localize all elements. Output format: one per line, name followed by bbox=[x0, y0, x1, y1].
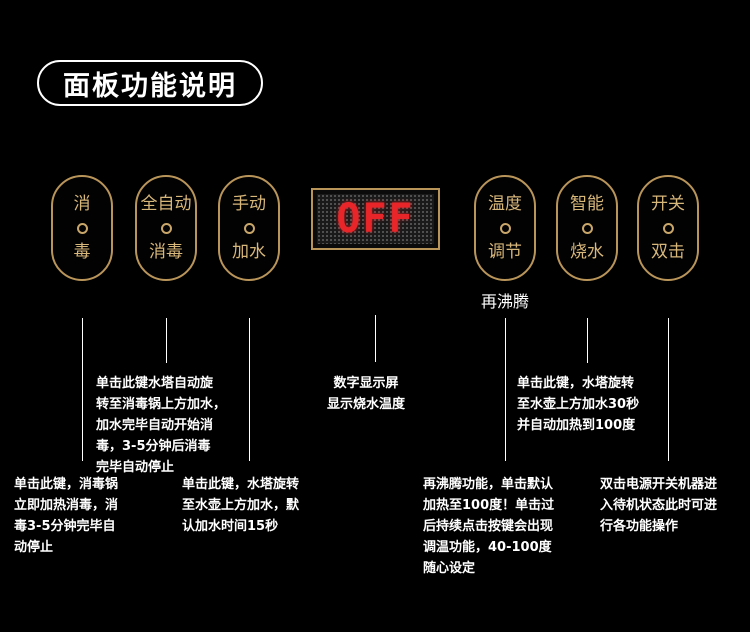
display-text: OFF bbox=[336, 196, 415, 242]
power-button[interactable]: 开关 双击 bbox=[637, 175, 699, 281]
indicator-dot-icon bbox=[499, 222, 511, 234]
smart-boil-button[interactable]: 智能 烧水 bbox=[556, 175, 618, 281]
button-top-label: 消 bbox=[73, 194, 91, 214]
button-bottom-label: 烧水 bbox=[570, 242, 604, 262]
manual-water-description: 单击此键，水塔旋转 至水壶上方加水，默 认加水时间15秒 bbox=[182, 477, 300, 534]
temperature-button[interactable]: 温度 调节 bbox=[474, 175, 536, 281]
display-description: 数字显示屏 显示烧水温度 bbox=[327, 376, 406, 412]
connector-line bbox=[249, 318, 250, 461]
page-title: 面板功能说明 bbox=[37, 60, 263, 106]
reboil-label: 再沸腾 bbox=[480, 292, 529, 311]
power-description: 双击电源开关机器进 入待机状态此时可进 行各功能操作 bbox=[600, 477, 718, 534]
sterilize-button[interactable]: 消 毒 bbox=[51, 175, 113, 281]
button-top-label: 开关 bbox=[651, 194, 685, 214]
manual-water-button[interactable]: 手动 加水 bbox=[218, 175, 280, 281]
button-bottom-label: 消毒 bbox=[149, 242, 183, 262]
sterilize-description: 单击此键，消毒锅 立即加热消毒，消 毒3-5分钟完毕自 动停止 bbox=[14, 477, 119, 555]
connector-line bbox=[587, 318, 588, 363]
button-bottom-label: 加水 bbox=[232, 242, 266, 262]
connector-line bbox=[668, 318, 669, 461]
indicator-dot-icon bbox=[243, 222, 255, 234]
indicator-dot-icon bbox=[581, 222, 593, 234]
auto-sterilize-button[interactable]: 全自动 消毒 bbox=[135, 175, 197, 281]
button-top-label: 手动 bbox=[232, 194, 266, 214]
smart-boil-description: 单击此键，水塔旋转 至水壶上方加水30秒 并自动加热到100度 bbox=[517, 376, 640, 433]
button-bottom-label: 毒 bbox=[73, 242, 91, 262]
button-top-label: 温度 bbox=[488, 194, 522, 214]
indicator-dot-icon bbox=[662, 222, 674, 234]
indicator-dot-icon bbox=[160, 222, 172, 234]
display-screen: OFF bbox=[317, 194, 434, 244]
auto-sterilize-description: 单击此键水塔自动旋 转至消毒锅上方加水， 加水完毕自动开始消 毒，3-5分钟后消… bbox=[96, 376, 227, 475]
reboil-description: 再沸腾功能，单击默认 加热至100度！单击过 后持续点击按键会出现 调温功能，4… bbox=[423, 477, 555, 576]
connector-line bbox=[505, 318, 506, 461]
button-top-label: 全自动 bbox=[140, 194, 192, 214]
digital-display: OFF bbox=[311, 188, 440, 250]
button-bottom-label: 双击 bbox=[651, 242, 685, 262]
connector-line bbox=[166, 318, 167, 363]
connector-line bbox=[375, 315, 376, 362]
connector-line bbox=[82, 318, 83, 461]
button-bottom-label: 调节 bbox=[488, 242, 522, 262]
button-top-label: 智能 bbox=[570, 194, 604, 214]
indicator-dot-icon bbox=[76, 222, 88, 234]
